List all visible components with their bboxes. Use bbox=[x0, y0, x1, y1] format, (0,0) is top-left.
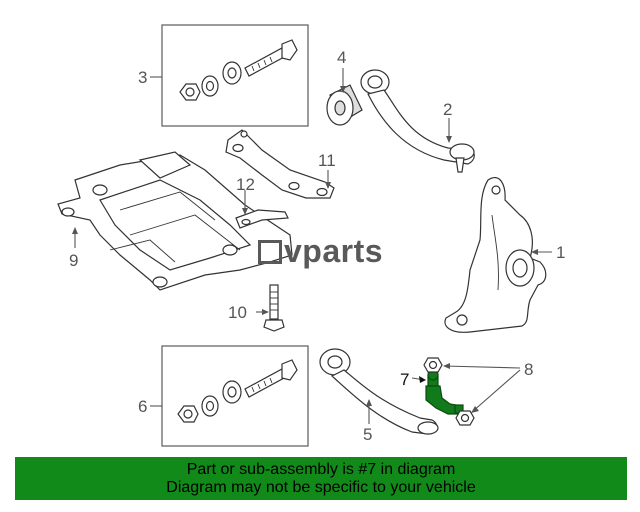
ball-joint[interactable] bbox=[425, 369, 464, 415]
banner-line-2: Diagram may not be specific to your vehi… bbox=[166, 479, 476, 496]
callout-4: 4 bbox=[337, 48, 346, 67]
hardware-kit-lower[interactable] bbox=[161, 345, 309, 447]
watermark-text: vparts bbox=[284, 233, 384, 269]
lower-control-arm[interactable] bbox=[319, 348, 439, 435]
callout-11: 11 bbox=[318, 151, 336, 170]
nut-lower[interactable] bbox=[455, 410, 475, 426]
bracket-part[interactable] bbox=[235, 209, 289, 229]
watermark-logo: vparts bbox=[258, 233, 383, 270]
callout-2: 2 bbox=[443, 100, 452, 119]
callout-5: 5 bbox=[363, 425, 372, 444]
hardware-kit-upper[interactable] bbox=[161, 24, 309, 127]
info-banner: Part or sub-assembly is #7 in diagram Di… bbox=[15, 457, 627, 500]
callout-10: 10 bbox=[228, 303, 247, 322]
brace-part[interactable] bbox=[225, 129, 335, 199]
nut-icon bbox=[177, 405, 199, 423]
steering-knuckle[interactable] bbox=[444, 177, 547, 333]
callout-7: 7 bbox=[400, 370, 409, 389]
callout-1: 1 bbox=[556, 243, 565, 262]
washer-icon bbox=[222, 61, 242, 85]
banner-line-1: Part or sub-assembly is #7 in diagram bbox=[186, 461, 456, 478]
logo-mark-icon bbox=[258, 240, 282, 264]
bolt-icon bbox=[244, 39, 298, 77]
upper-control-arm[interactable] bbox=[360, 69, 475, 173]
callout-6: 6 bbox=[138, 397, 147, 416]
callout-3: 3 bbox=[138, 68, 147, 87]
nut-upper[interactable] bbox=[423, 357, 443, 373]
nut-icon bbox=[179, 83, 201, 101]
washer-icon bbox=[201, 395, 219, 417]
leader-lines bbox=[72, 68, 552, 424]
callout-8: 8 bbox=[524, 360, 533, 379]
parts-diagram: 3 4 2 1 9 11 12 10 6 5 7 8 bbox=[57, 24, 565, 447]
washer-icon bbox=[201, 75, 219, 97]
bushing-part[interactable] bbox=[326, 84, 363, 126]
callout-12: 12 bbox=[236, 175, 255, 194]
washer-icon bbox=[222, 380, 242, 404]
subframe[interactable] bbox=[57, 151, 293, 291]
callout-9: 9 bbox=[69, 251, 78, 270]
bolt-icon bbox=[244, 359, 298, 398]
subframe-bolt[interactable] bbox=[263, 284, 285, 332]
